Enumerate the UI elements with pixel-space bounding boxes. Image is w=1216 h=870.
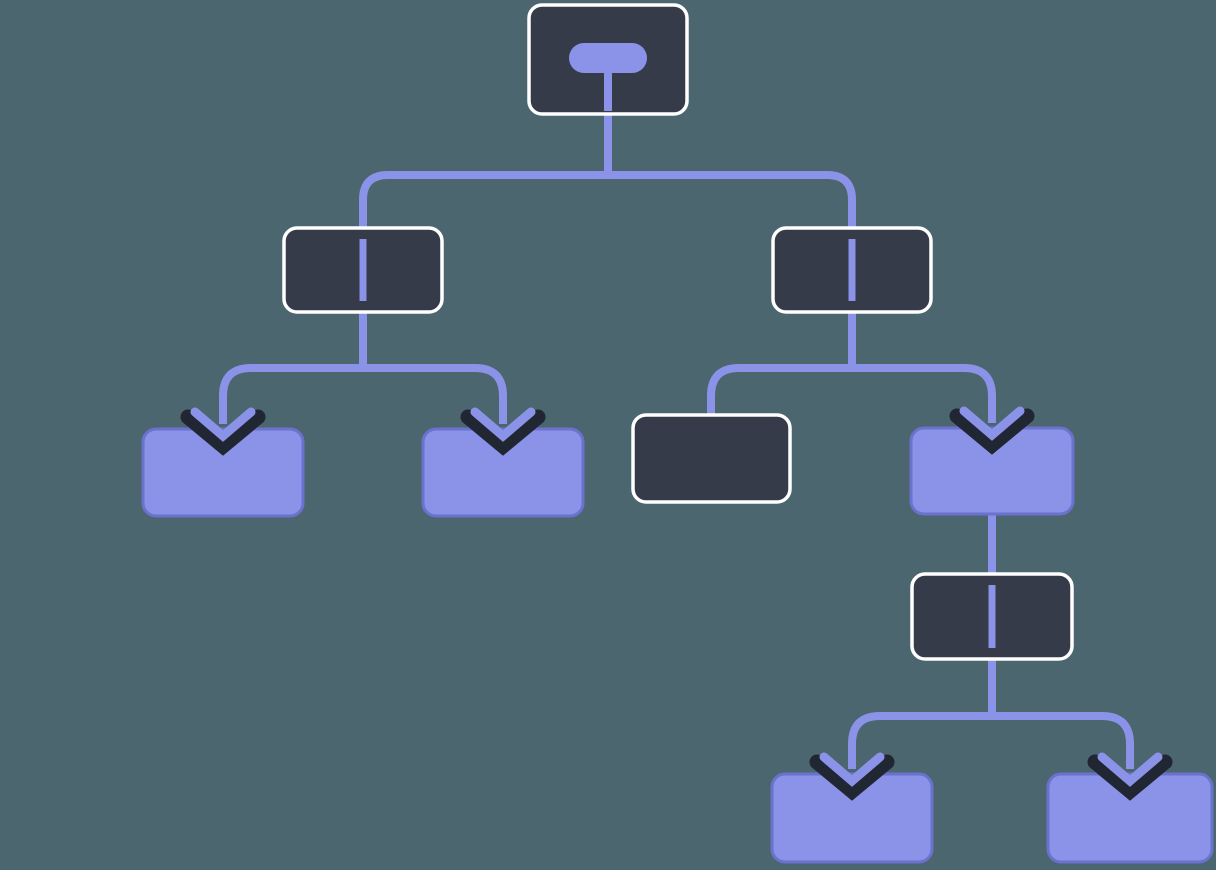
- arrowhead-into-leaf-3: [949, 406, 1035, 455]
- node-root: [527, 3, 689, 116]
- branch-bottom-split-line-icon: [988, 585, 996, 648]
- node-step-plain-border: [631, 413, 792, 504]
- connector-bottom-split-bar: [848, 712, 1134, 769]
- connector-left-split-bar: [219, 364, 507, 424]
- node-step-plain: [631, 413, 792, 504]
- chevron-down-dark-icon: [180, 409, 266, 456]
- arrowhead-into-leaf-4: [809, 752, 895, 801]
- chevron-down-dark-icon: [809, 754, 895, 801]
- arrowhead-into-leaf-5: [1087, 752, 1173, 801]
- node-leaf-4: [770, 772, 934, 864]
- node-branch-left: [282, 226, 444, 314]
- nodes: [141, 3, 1214, 864]
- connector-level2-bar: [359, 171, 856, 238]
- connectors: [219, 112, 1134, 769]
- chevron-down-dark-icon: [949, 408, 1035, 455]
- node-branch-left-border: [282, 226, 444, 314]
- node-leaf-5: [1046, 772, 1214, 864]
- arrowheads: [180, 406, 1173, 801]
- node-leaf-1: [141, 427, 305, 518]
- branch-right-split-line-icon: [848, 239, 856, 301]
- arrowhead-into-leaf-1: [180, 407, 266, 456]
- branch-left-split-line-icon: [359, 239, 367, 301]
- node-root-border: [527, 3, 689, 116]
- node-branch-bottom-border: [910, 572, 1074, 661]
- root-pill-icon: [569, 43, 647, 73]
- chevron-down-purple-icon: [190, 407, 256, 442]
- root-pill-stem-icon: [604, 70, 612, 111]
- arrowhead-into-leaf-2: [460, 407, 546, 456]
- node-branch-right: [771, 226, 933, 314]
- chevron-down-purple-icon: [819, 752, 885, 787]
- node-leaf-3: [909, 426, 1075, 516]
- node-branch-right-border: [771, 226, 933, 314]
- node-step-plain-box: [633, 415, 790, 502]
- chevron-down-purple-icon: [470, 407, 536, 442]
- chevron-down-purple-icon: [1097, 752, 1163, 787]
- chevron-down-dark-icon: [460, 409, 546, 456]
- chevron-down-purple-icon: [959, 406, 1025, 441]
- chevron-down-dark-icon: [1087, 754, 1173, 801]
- node-leaf-2: [421, 427, 585, 518]
- node-branch-bottom: [910, 572, 1074, 661]
- connector-right-split-bar: [707, 364, 996, 423]
